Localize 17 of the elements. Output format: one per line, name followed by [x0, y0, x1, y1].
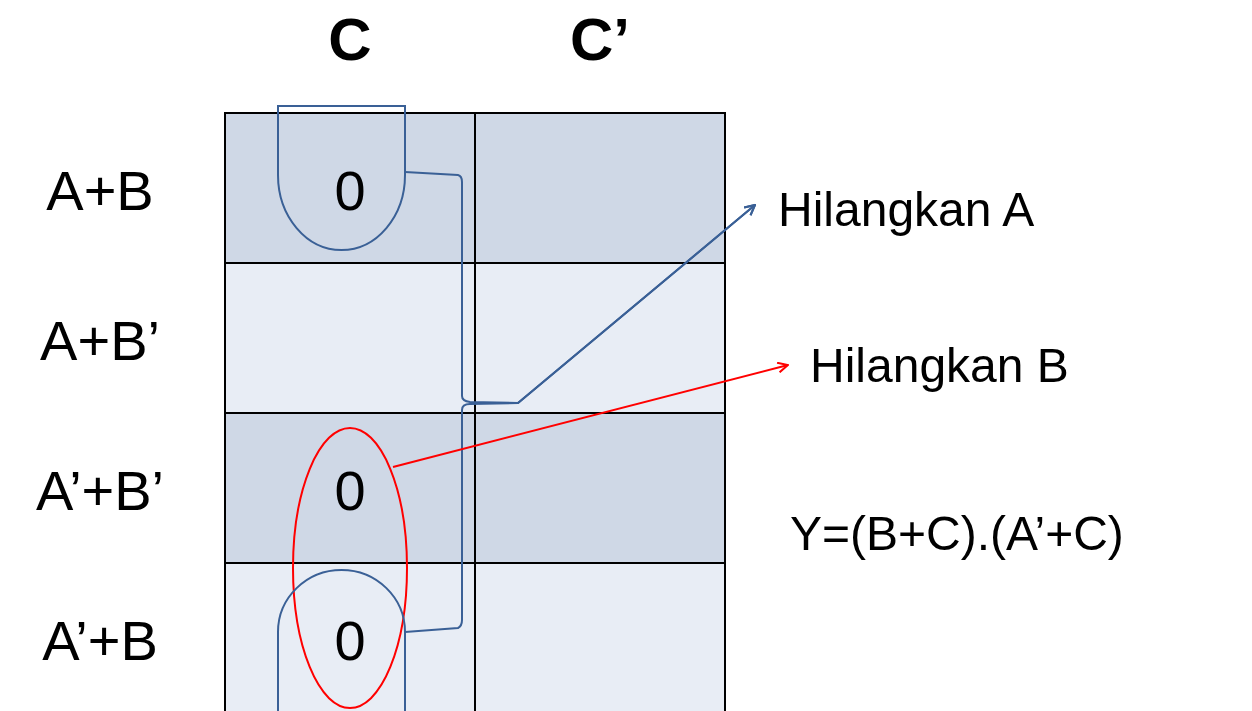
cell-value: 0 — [334, 613, 366, 669]
row-header: A’+B — [42, 613, 158, 669]
column-header: C — [328, 10, 372, 70]
arrow — [404, 204, 756, 633]
cell-value: 0 — [334, 163, 366, 219]
grouping-loop — [277, 105, 406, 251]
grouping-ellipse — [292, 427, 408, 709]
formula-text: Y=(B+C).(A’+C) — [790, 510, 1124, 558]
column-header: C’ — [570, 10, 630, 70]
annotation-text: Hilangkan A — [778, 186, 1035, 234]
grouping-loop — [277, 569, 406, 711]
arrow — [392, 361, 789, 468]
annotation-text: Hilangkan B — [810, 342, 1069, 390]
cell-value: 0 — [334, 463, 366, 519]
row-header: A+B — [46, 163, 154, 219]
row-header: A’+B’ — [35, 463, 165, 519]
row-header: A+B’ — [40, 313, 160, 369]
